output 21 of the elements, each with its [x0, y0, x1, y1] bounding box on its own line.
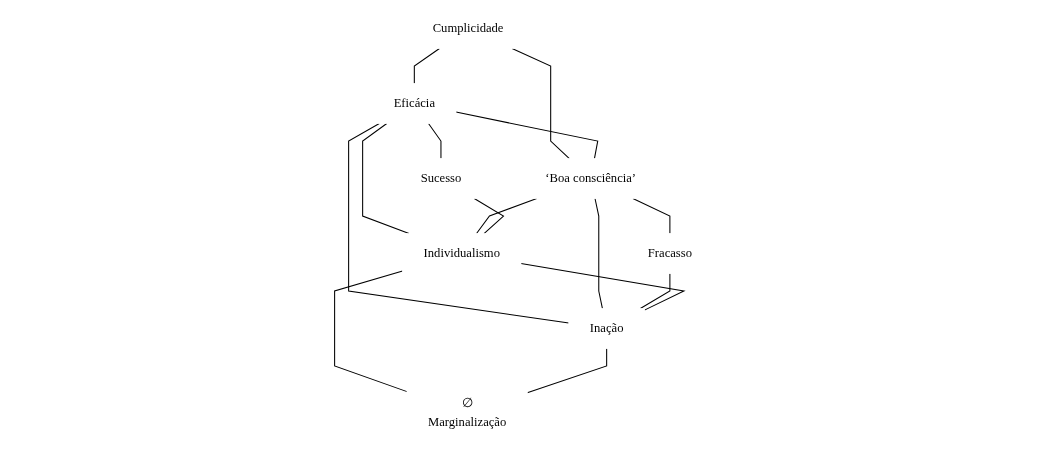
node-text: Inação — [589, 321, 624, 336]
node-text: Sucesso — [420, 171, 461, 186]
connector — [361, 123, 410, 235]
connector — [639, 272, 671, 310]
node-text: ‘Boa consciência’ — [545, 171, 636, 186]
connector — [427, 123, 442, 160]
connector — [526, 347, 607, 394]
connector — [333, 270, 408, 393]
connector — [413, 48, 440, 85]
node-text: Cumplicidade — [432, 21, 504, 36]
connector — [347, 123, 570, 324]
connector — [594, 198, 603, 310]
node-text: Eficácia — [393, 96, 435, 111]
connector — [511, 48, 570, 160]
connector — [520, 263, 686, 311]
node-text: Fracasso — [647, 246, 692, 261]
connector — [475, 198, 537, 235]
connector — [455, 111, 599, 160]
node-text: Individualismo — [423, 246, 500, 261]
node-text: ∅ Marginalização — [427, 396, 506, 430]
connector — [632, 198, 671, 235]
